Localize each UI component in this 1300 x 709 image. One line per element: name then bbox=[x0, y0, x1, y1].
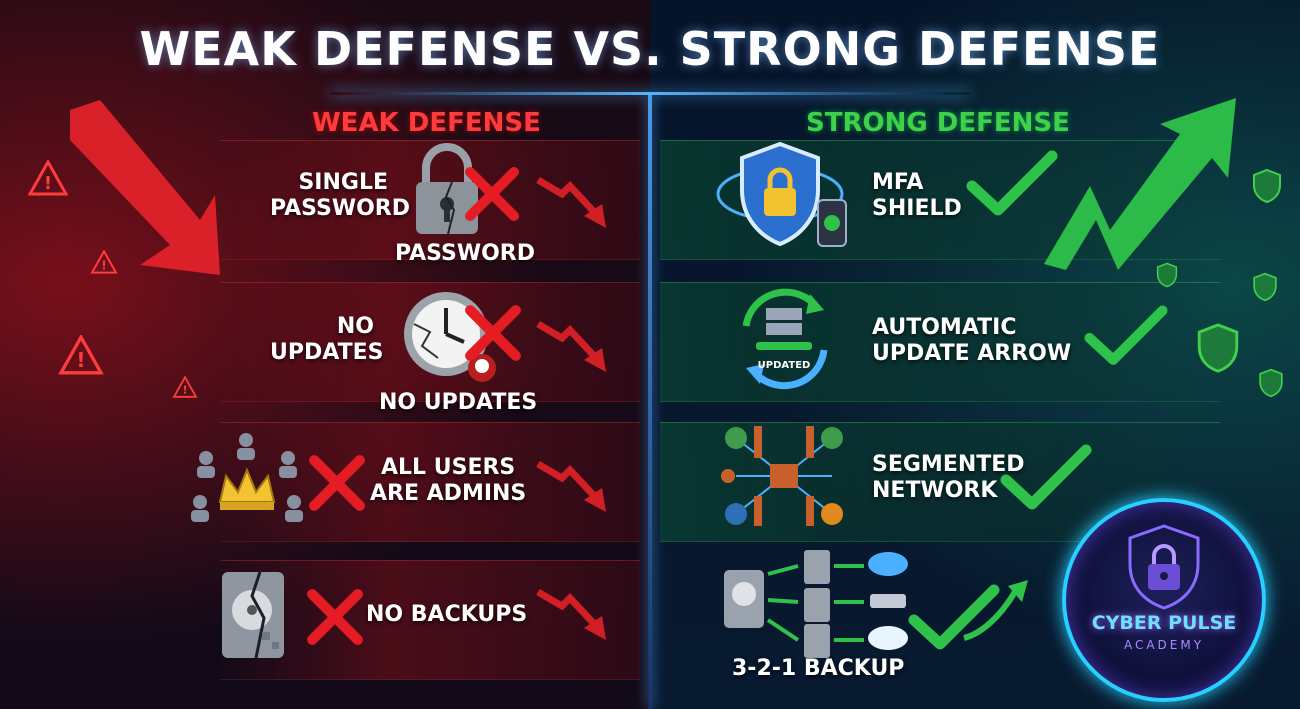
page-title: WEAK DEFENSE VS. STRONG DEFENSE bbox=[139, 22, 1161, 76]
strong-item-label: MFA SHIELD bbox=[872, 170, 962, 221]
weak-item-label: SINGLE PASSWORD bbox=[270, 170, 411, 221]
shield-icon bbox=[1156, 262, 1178, 288]
lock-shield-icon bbox=[1128, 524, 1200, 610]
segmented-network-icon bbox=[721, 426, 843, 526]
down-trend-arrow-icon bbox=[536, 176, 606, 228]
strong-item-label: SEGMENTED NETWORK bbox=[872, 452, 1025, 503]
svg-text:!: ! bbox=[44, 173, 52, 194]
shield-icon bbox=[1253, 272, 1277, 302]
shield-icon bbox=[1197, 323, 1239, 373]
down-trend-arrow-icon bbox=[536, 320, 606, 372]
red-x-icon bbox=[307, 589, 363, 645]
red-x-icon bbox=[465, 305, 521, 361]
cyber-pulse-logo: CYBER PULSE ACADEMY bbox=[1062, 498, 1266, 702]
shield-icon bbox=[1259, 368, 1283, 398]
strong-item-label: 3-2-1 BACKUP bbox=[732, 656, 905, 681]
green-check-icon bbox=[966, 150, 1058, 216]
svg-text:!: ! bbox=[101, 258, 106, 272]
green-check-icon bbox=[1000, 444, 1092, 510]
update-cycle-icon: UPDATED bbox=[742, 288, 828, 390]
broken-lock-icon bbox=[416, 143, 478, 235]
warning-icon: ! bbox=[172, 376, 198, 398]
svg-text:!: ! bbox=[76, 348, 85, 372]
falling-arrow-icon bbox=[70, 100, 220, 275]
green-check-icon bbox=[908, 584, 1000, 650]
red-x-icon bbox=[465, 167, 519, 221]
down-trend-arrow-icon bbox=[536, 460, 606, 512]
strong-item-label: AUTOMATIC UPDATE ARROW bbox=[872, 315, 1072, 366]
backup-drives-icon bbox=[724, 550, 908, 658]
updated-caption: UPDATED bbox=[758, 360, 811, 371]
center-divider bbox=[648, 95, 652, 709]
weak-item-label: NO BACKUPS bbox=[366, 602, 528, 627]
weak-item-label: ALL USERS ARE ADMINS bbox=[370, 455, 527, 506]
warning-icon: ! bbox=[28, 160, 68, 196]
weak-item-caption: NO UPDATES bbox=[379, 390, 538, 415]
weak-heading: WEAK DEFENSE bbox=[312, 108, 541, 138]
green-check-icon bbox=[1084, 305, 1168, 365]
warning-icon: ! bbox=[90, 250, 118, 274]
warning-icon: ! bbox=[58, 335, 104, 375]
broken-hard-drive-icon bbox=[222, 571, 284, 659]
weak-item-caption: PASSWORD bbox=[395, 241, 536, 266]
rising-arrow-icon bbox=[963, 580, 1028, 641]
shield-icon bbox=[1253, 168, 1281, 204]
title-underline bbox=[330, 92, 970, 95]
down-trend-arrow-icon bbox=[536, 588, 606, 640]
weak-item-label: NO UPDATES bbox=[270, 314, 384, 365]
svg-text:!: ! bbox=[182, 384, 187, 397]
logo-title: CYBER PULSE bbox=[1091, 612, 1237, 634]
strong-heading: STRONG DEFENSE bbox=[806, 108, 1070, 138]
red-x-icon bbox=[309, 455, 365, 511]
admin-crown-users-icon bbox=[191, 433, 303, 522]
mfa-shield-icon bbox=[716, 141, 847, 247]
weak-item-no-backups bbox=[220, 560, 640, 680]
rising-arrow-icon bbox=[1044, 98, 1236, 270]
logo-subtitle: ACADEMY bbox=[1123, 638, 1205, 652]
